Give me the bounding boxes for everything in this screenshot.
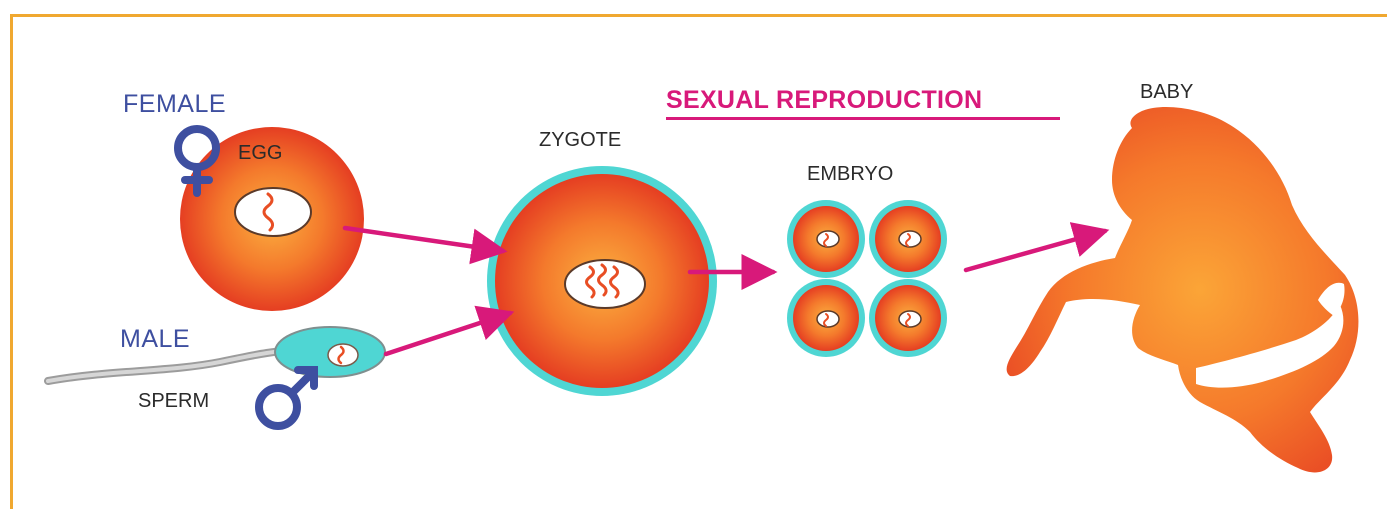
embryo-cell <box>787 200 865 278</box>
male-symbol-icon <box>259 370 314 426</box>
female-label: FEMALE <box>123 92 226 117</box>
embryo-cell <box>869 279 947 357</box>
embryo-cluster <box>787 200 947 357</box>
title-underline <box>666 117 1060 120</box>
zygote-cell <box>487 166 717 396</box>
baby-label: BABY <box>1140 82 1193 102</box>
arrow-embryo-to-baby <box>966 231 1105 270</box>
diagram-title: SEXUAL REPRODUCTION <box>666 88 982 113</box>
arrow-egg-to-zygote <box>345 228 503 251</box>
egg-label: EGG <box>238 143 282 163</box>
zygote-label: ZYGOTE <box>539 130 621 150</box>
embryo-cell <box>787 279 865 357</box>
sperm-label: SPERM <box>138 391 209 411</box>
arrows <box>345 228 1105 354</box>
embryo-label: EMBRYO <box>807 164 893 184</box>
baby-silhouette-icon <box>1007 107 1359 472</box>
embryo-cell <box>869 200 947 278</box>
sperm-cell <box>48 327 385 381</box>
arrow-sperm-to-zygote <box>386 313 510 354</box>
male-label: MALE <box>120 327 190 352</box>
female-symbol-icon <box>178 129 216 193</box>
